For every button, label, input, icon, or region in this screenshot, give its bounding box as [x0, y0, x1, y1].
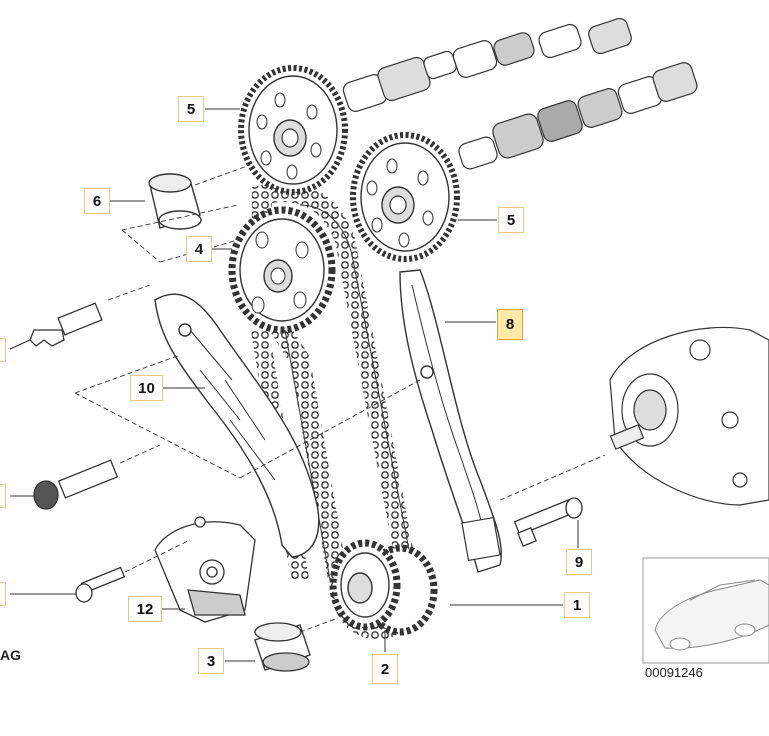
crankshaft-sprocket [329, 539, 438, 636]
callout-3[interactable]: 3 [198, 648, 224, 674]
chain-tensioner [154, 516, 256, 623]
thumbnail-id: 00091246 [645, 665, 703, 680]
callout-partial-lower-left[interactable] [0, 582, 6, 606]
guide-rail [399, 269, 502, 573]
intermediate-sprocket [228, 206, 336, 334]
callout-5-lower[interactable]: 5 [498, 207, 524, 233]
bolt-upper-left [29, 302, 103, 347]
callout-2[interactable]: 2 [372, 654, 398, 684]
callout-10[interactable]: 10 [130, 375, 163, 401]
callout-1[interactable]: 1 [564, 592, 590, 618]
bolt-lower-left [75, 566, 126, 603]
high-pressure-pump [609, 326, 769, 506]
sleeve [148, 173, 202, 230]
camshaft-lower [458, 62, 698, 170]
callout-leaders [9, 108, 579, 662]
camshaft-upper [342, 17, 632, 112]
callout-partial-middle-left[interactable] [0, 484, 6, 508]
dashed-leader-lines [74, 164, 606, 633]
callout-5-upper[interactable]: 5 [178, 96, 204, 122]
callout-4[interactable]: 4 [186, 236, 212, 262]
sleeve-3 [254, 622, 311, 672]
tensioner-rail [154, 293, 320, 558]
bolt-middle-left [33, 459, 119, 510]
callout-9[interactable]: 9 [566, 549, 592, 575]
callout-partial-upper-left[interactable] [0, 338, 6, 362]
callout-8-selected[interactable]: 8 [497, 309, 523, 340]
camshaft-sprocket-upper [238, 65, 348, 195]
callout-12[interactable]: 12 [128, 596, 162, 622]
callout-6[interactable]: 6 [84, 188, 110, 214]
corner-text: AG [0, 647, 21, 663]
bolt-9 [513, 497, 583, 547]
vehicle-thumbnail [642, 557, 769, 664]
camshaft-sprocket-lower [350, 132, 460, 262]
